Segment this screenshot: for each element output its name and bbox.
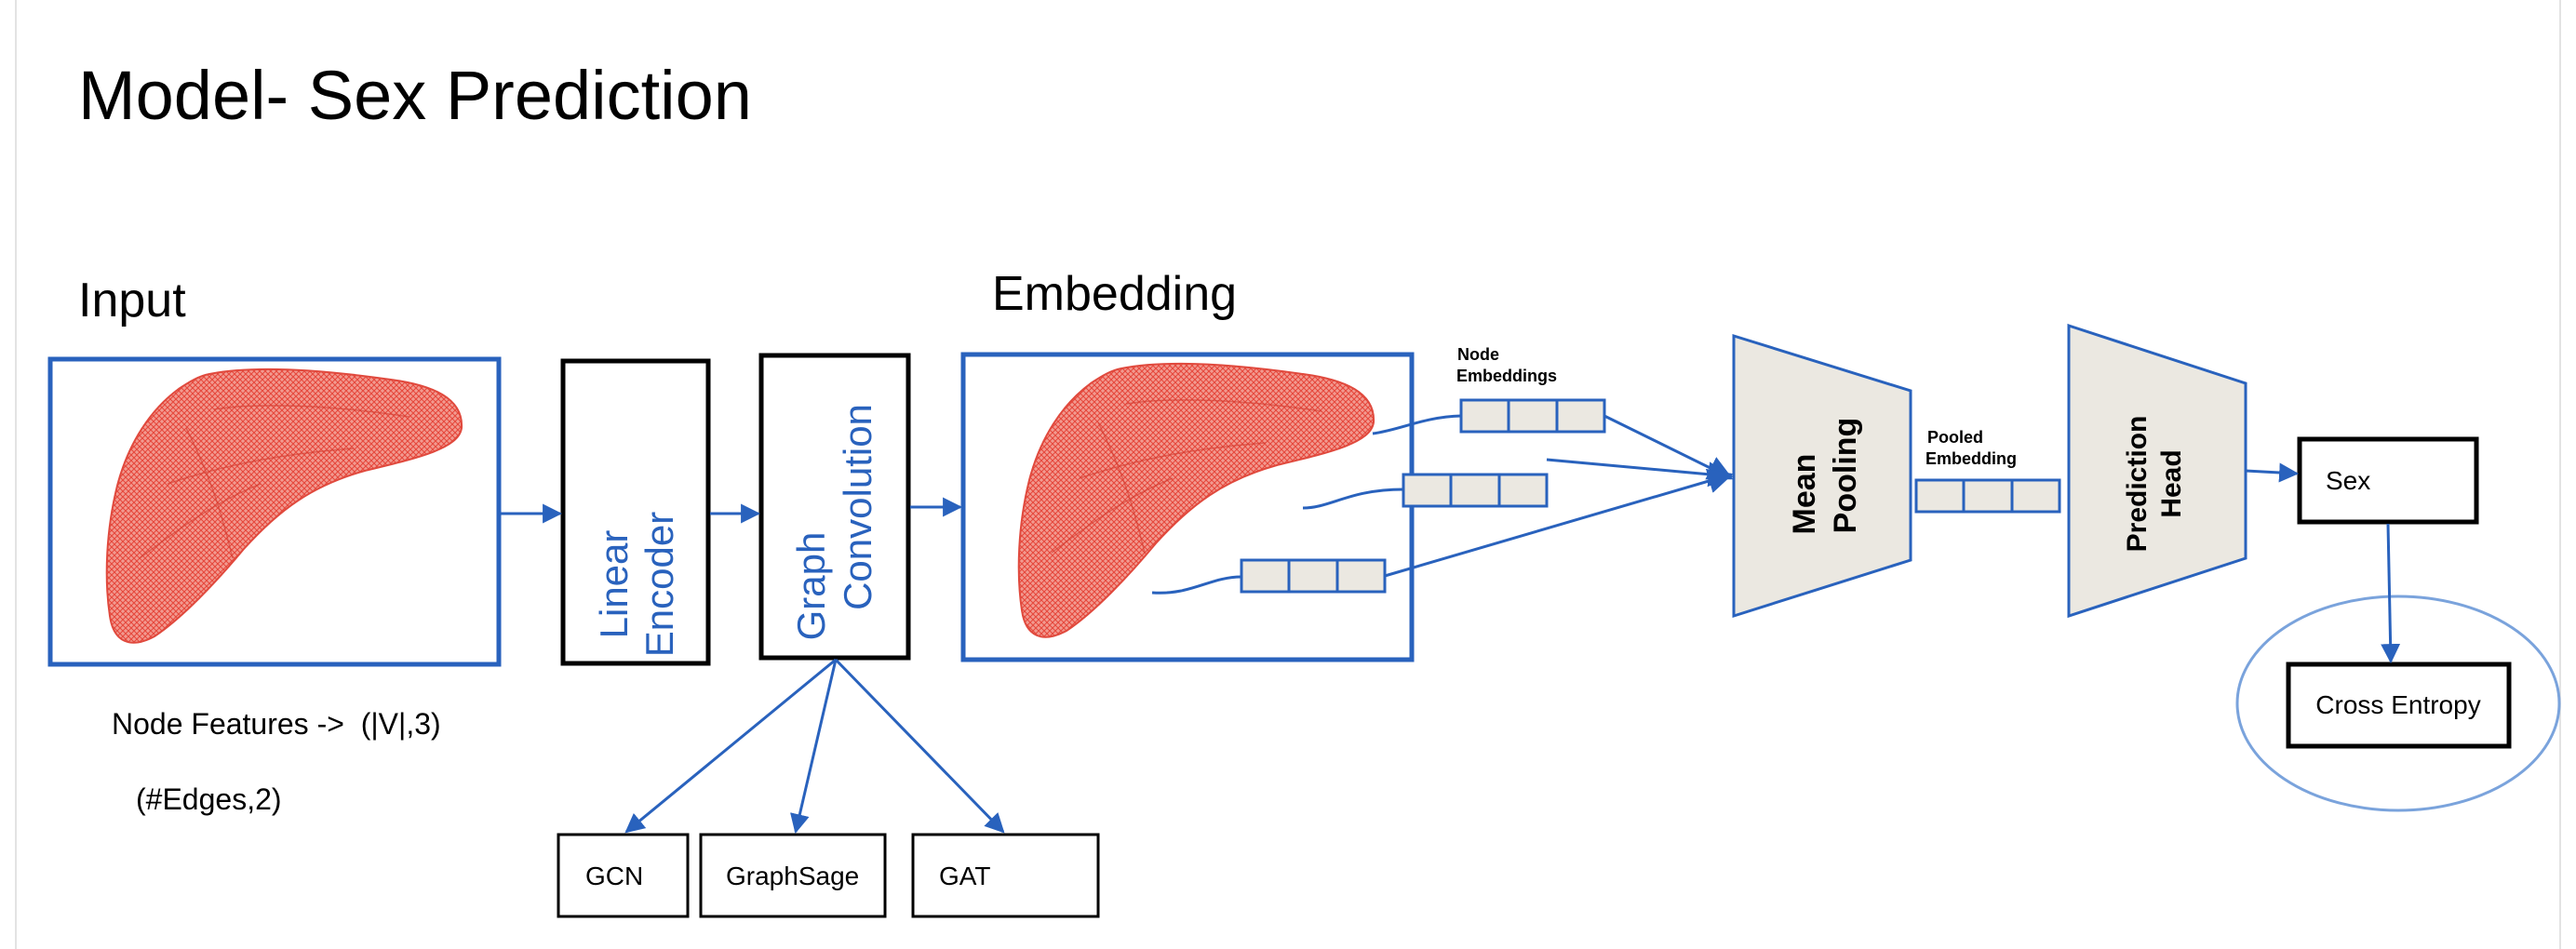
linear-encoder-label-line1: Linear [592, 530, 636, 639]
node-features-shape-label: Node Features -> (|V|,3) [112, 707, 441, 741]
liver-mesh-input-image [105, 368, 463, 644]
cross-entropy-ellipse [2235, 595, 2561, 812]
slide-border-right [2559, 0, 2561, 949]
gat-option-label: GAT [939, 862, 990, 890]
graph-convolution-box [758, 353, 911, 661]
mean-pooling-label-line1: Mean [1787, 454, 1822, 535]
pooled-embedding-label-line1: Pooled [1927, 428, 1983, 447]
linear-encoder-label-line2: Encoder [637, 512, 681, 657]
arrow-node-embedding-3-to-mean-pooling [1384, 468, 1734, 578]
node-embedding-vector-2 [1402, 473, 1549, 508]
edges-shape-label: (#Edges,2) [136, 782, 282, 816]
arrow-sex-to-cross-entropy [2381, 523, 2401, 664]
node-embedding-vector-3 [1240, 558, 1387, 594]
arrow-graph-convolution-to-gat [834, 658, 1005, 834]
mean-pooling-block [1732, 333, 1912, 619]
node-embeddings-label-line2: Embeddings [1456, 367, 1557, 385]
arrow-node-embedding-1-to-mean-pooling [1603, 414, 1734, 480]
prediction-head-label-line2: Head [2156, 449, 2187, 517]
graphsage-option-label: GraphSage [726, 862, 859, 890]
prediction-head-label-line1: Prediction [2122, 416, 2153, 553]
graphsage-option-box [699, 833, 887, 918]
graph-convolution-label-line1: Graph [789, 532, 833, 641]
mean-pooling-label-line2: Pooling [1828, 418, 1863, 534]
embedding-heading: Embedding [992, 267, 1237, 321]
sex-output-label: Sex [2326, 466, 2370, 495]
gcn-option-label: GCN [585, 862, 643, 890]
pooled-embedding-label-line2: Embedding [1925, 449, 2017, 468]
cross-entropy-box [2286, 662, 2512, 749]
cross-entropy-label: Cross Entropy [2315, 690, 2480, 719]
gcn-option-box [557, 833, 690, 918]
gat-option-box [911, 833, 1100, 918]
sex-output-box [2297, 436, 2479, 525]
page-title: Model- Sex Prediction [78, 57, 752, 134]
embedding-connector-mid [1302, 488, 1404, 510]
pooled-embedding-vector [1914, 478, 2061, 514]
embedding-connector-top [1372, 414, 1462, 435]
graph-convolution-label-line2: Convolution [836, 404, 879, 610]
linear-encoder-box [560, 358, 711, 666]
node-embeddings-label-line1: Node [1457, 345, 1499, 364]
liver-mesh-embedding-image [1017, 362, 1375, 638]
embedding-connector-bottom [1151, 575, 1242, 595]
prediction-head-block [2067, 323, 2247, 619]
arrow-graph-convolution-to-gcn [624, 658, 837, 834]
node-embedding-vector-1 [1459, 398, 1606, 434]
arrow-prediction-head-to-sex [2245, 462, 2300, 483]
slide-border-left [15, 0, 17, 949]
input-heading: Input [78, 274, 186, 327]
arrow-node-embedding-2-to-mean-pooling [1546, 458, 1734, 488]
arrow-graph-convolution-to-graphsage [790, 659, 838, 835]
